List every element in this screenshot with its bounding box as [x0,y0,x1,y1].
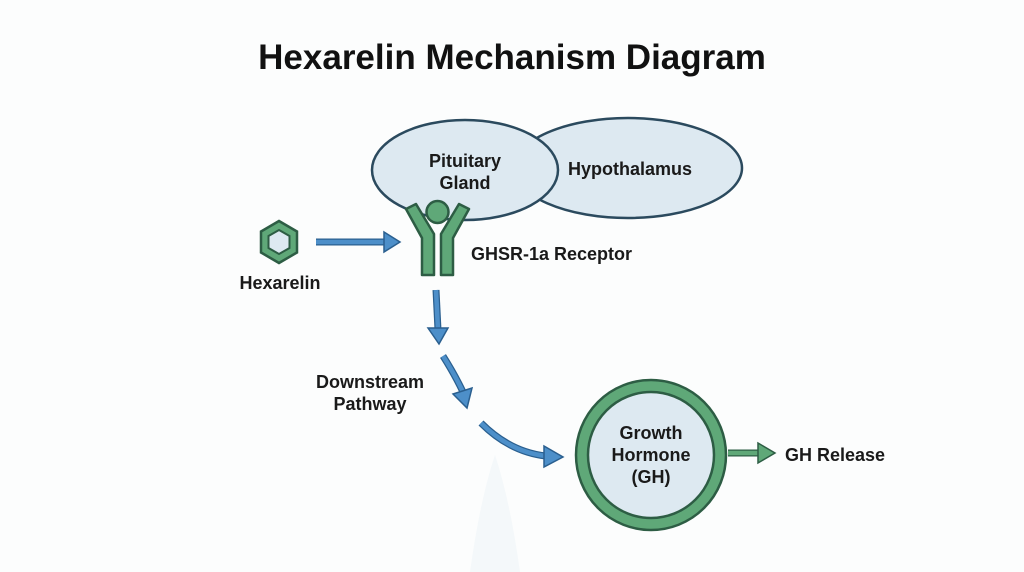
receptor-label: GHSR-1a Receptor [471,244,633,264]
growth-hormone-ring [574,378,728,532]
arrow-receptor-to-downstream [426,289,450,346]
hypothalamus-label: Hypothalamus [567,159,693,179]
arrow-downstream-curve [440,354,474,410]
background-glow [470,455,520,572]
diagram-title: Hexarelin Mechanism Diagram [258,38,766,77]
arrow-to-growth-hormone [478,420,565,469]
growth-hormone-label: Growth Hormone (GH) [611,423,691,487]
downstream-pathway-label: Downstream Pathway [315,372,425,414]
receptor-icon [404,199,471,277]
hexarelin-hexagon-icon [259,219,299,265]
hexarelin-label: Hexarelin [239,273,321,293]
pituitary-ellipse [370,118,560,222]
arrow-gh-release [728,441,777,465]
pituitary-gland-label: Pituitary Gland [428,151,502,193]
gh-release-label: GH Release [785,445,886,465]
